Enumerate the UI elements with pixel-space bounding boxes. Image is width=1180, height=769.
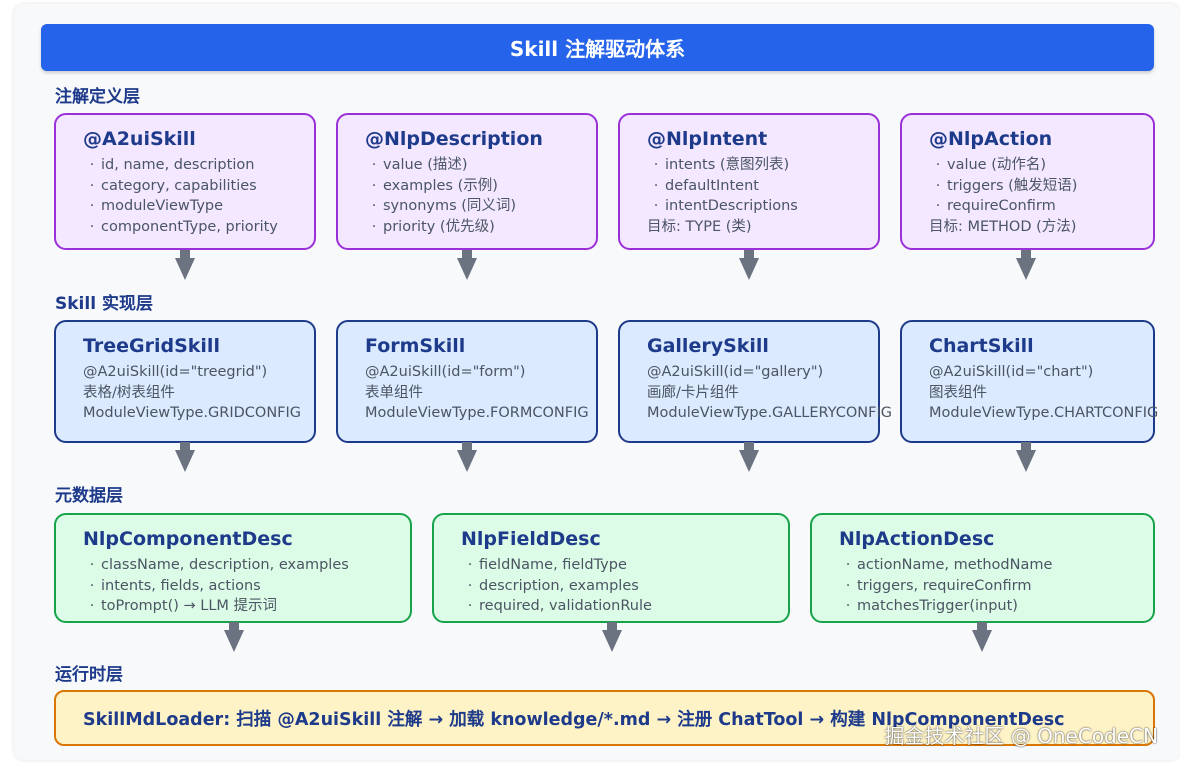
annotation-box-nlpdescription: @NlpDescription value (描述) examples (示例)…	[336, 113, 598, 250]
box-title: NlpFieldDesc	[461, 528, 601, 550]
box-line: required, validationRule	[461, 596, 788, 617]
box-line: value (动作名)	[929, 155, 1153, 176]
arrow-down-icon	[1016, 442, 1036, 472]
box-title: @NlpIntent	[647, 128, 768, 150]
box-line: requireConfirm	[929, 196, 1153, 217]
box-line: @A2uiSkill(id="form")	[365, 364, 526, 380]
annotation-box-a2uiskill: @A2uiSkill id, name, description categor…	[54, 113, 316, 250]
annotation-box-nlpaction: @NlpAction value (动作名) triggers (触发短语) r…	[900, 113, 1155, 250]
box-line: @A2uiSkill(id="chart")	[929, 364, 1094, 380]
box-line: ModuleViewType.CHARTCONFIG	[929, 405, 1159, 421]
metadata-box-action: NlpActionDesc actionName, methodName tri…	[810, 513, 1155, 623]
runtime-loader-box: SkillMdLoader: 扫描 @A2uiSkill 注解 → 加载 kno…	[54, 690, 1155, 746]
arrow-down-icon	[972, 622, 992, 652]
box-line: 表单组件	[365, 384, 423, 401]
annotation-box-nlpintent: @NlpIntent intents (意图列表) defaultIntent …	[618, 113, 880, 250]
layer-label-runtime: 运行时层	[55, 665, 123, 685]
box-line: intents, fields, actions	[83, 576, 410, 597]
diagram-title: Skill 注解驱动体系	[41, 24, 1154, 71]
box-line: matchesTrigger(input)	[839, 596, 1153, 617]
box-line: componentType, priority	[83, 217, 314, 238]
box-line: description, examples	[461, 576, 788, 597]
box-line: moduleViewType	[83, 196, 314, 217]
box-title: FormSkill	[365, 335, 466, 357]
box-title: @A2uiSkill	[83, 128, 196, 150]
box-line: 画廊/卡片组件	[647, 384, 739, 401]
box-title: ChartSkill	[929, 335, 1034, 357]
metadata-box-component: NlpComponentDesc className, description,…	[54, 513, 412, 623]
box-line: defaultIntent	[647, 176, 878, 197]
box-line: synonyms (同义词)	[365, 196, 596, 217]
watermark: 掘金技术社区 @ OneCodeCN	[884, 724, 1158, 748]
skill-box-chart: ChartSkill @A2uiSkill(id="chart") 图表组件 M…	[900, 320, 1159, 443]
box-line: triggers (触发短语)	[929, 176, 1153, 197]
metadata-box-field: NlpFieldDesc fieldName, fieldType descri…	[432, 513, 790, 623]
box-title: @NlpDescription	[365, 128, 543, 150]
box-title: NlpActionDesc	[839, 528, 995, 550]
box-line: @A2uiSkill(id="gallery")	[647, 364, 824, 380]
box-target-line: 目标: TYPE (类)	[647, 218, 752, 235]
arrow-down-icon	[224, 622, 244, 652]
skill-box-treegrid: TreeGridSkill @A2uiSkill(id="treegrid") …	[54, 320, 316, 443]
box-line: intentDescriptions	[647, 196, 878, 217]
box-line: id, name, description	[83, 155, 314, 176]
box-line: className, description, examples	[83, 555, 410, 576]
box-line: ModuleViewType.FORMCONFIG	[365, 405, 589, 421]
box-title: TreeGridSkill	[83, 335, 220, 357]
box-line: ModuleViewType.GALLERYCONFIG	[647, 405, 892, 421]
loader-text: SkillMdLoader: 扫描 @A2uiSkill 注解 → 加载 kno…	[83, 709, 1065, 730]
layer-label-annotation: 注解定义层	[55, 87, 140, 107]
box-line: value (描述)	[365, 155, 596, 176]
arrow-down-icon	[739, 250, 759, 280]
layer-label-metadata: 元数据层	[55, 486, 123, 506]
box-line: 表格/树表组件	[83, 384, 175, 401]
arrow-down-icon	[602, 622, 622, 652]
box-line: category, capabilities	[83, 176, 314, 197]
box-line: fieldName, fieldType	[461, 555, 788, 576]
box-line: @A2uiSkill(id="treegrid")	[83, 364, 268, 380]
arrow-down-icon	[175, 442, 195, 472]
arrow-down-icon	[739, 442, 759, 472]
box-title: GallerySkill	[647, 335, 769, 357]
box-line: triggers, requireConfirm	[839, 576, 1153, 597]
arrow-down-icon	[457, 250, 477, 280]
box-title: @NlpAction	[929, 128, 1053, 150]
box-title: NlpComponentDesc	[83, 528, 293, 550]
box-line: actionName, methodName	[839, 555, 1153, 576]
box-line: 图表组件	[929, 384, 987, 401]
box-line: ModuleViewType.GRIDCONFIG	[83, 405, 302, 421]
arrow-down-icon	[175, 250, 195, 280]
skill-box-form: FormSkill @A2uiSkill(id="form") 表单组件 Mod…	[336, 320, 598, 443]
arrow-down-icon	[1016, 250, 1036, 280]
box-line: intents (意图列表)	[647, 155, 878, 176]
box-line: examples (示例)	[365, 176, 596, 197]
arrow-down-icon	[457, 442, 477, 472]
box-line: priority (优先级)	[365, 217, 596, 238]
box-line: toPrompt() → LLM 提示词	[83, 596, 410, 617]
box-target-line: 目标: METHOD (方法)	[929, 218, 1077, 235]
layer-label-skill: Skill 实现层	[55, 294, 153, 314]
skill-box-gallery: GallerySkill @A2uiSkill(id="gallery") 画廊…	[618, 320, 892, 443]
